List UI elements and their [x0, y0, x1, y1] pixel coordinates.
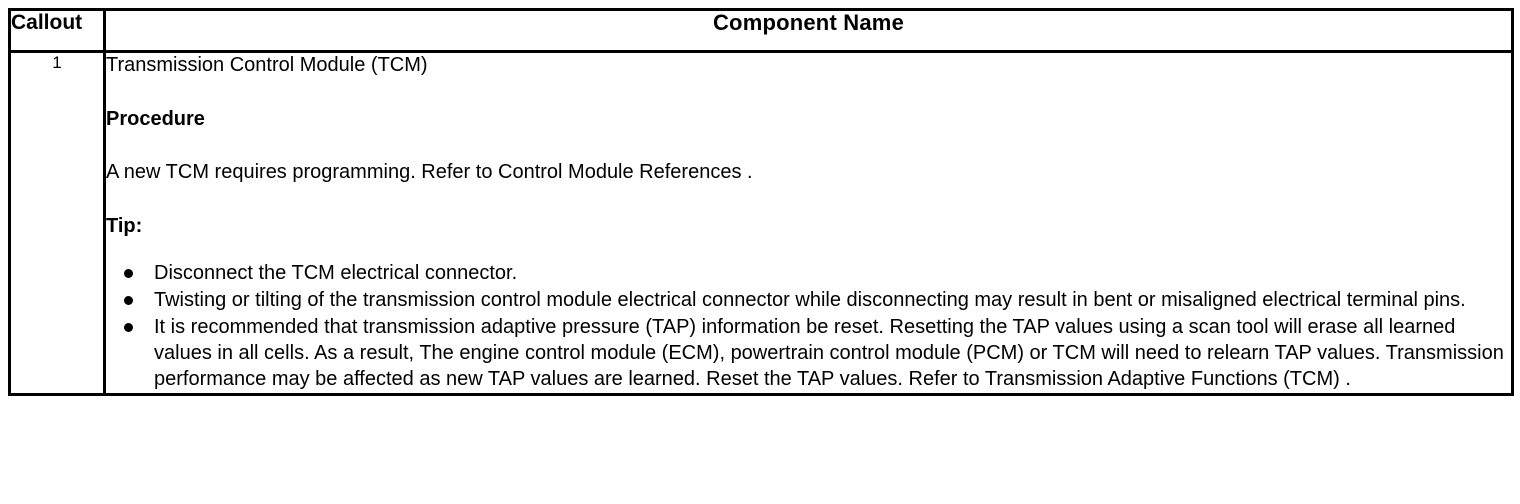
bullet-icon	[124, 296, 133, 305]
list-item: Disconnect the TCM electrical connector.	[106, 260, 1511, 286]
bullet-icon	[124, 323, 133, 332]
list-item: It is recommended that transmission adap…	[106, 314, 1511, 392]
cell-callout-number: 1	[8, 50, 106, 396]
procedure-heading: Procedure	[106, 108, 205, 130]
tip-heading: Tip:	[106, 215, 143, 237]
list-item-text: Twisting or tilting of the transmission …	[154, 289, 1466, 311]
component-name-table: Callout Component Name 1 Transmission Co…	[8, 8, 1514, 396]
procedure-text: A new TCM requires programming. Refer to…	[106, 161, 753, 183]
list-item-text: It is recommended that transmission adap…	[154, 316, 1504, 390]
column-header-component-name: Component Name	[103, 8, 1514, 53]
list-item: Twisting or tilting of the transmission …	[106, 287, 1511, 313]
cell-component-details: Transmission Control Module (TCM) Proced…	[103, 50, 1514, 396]
table-body: 1 Transmission Control Module (TCM) Proc…	[8, 50, 1514, 396]
list-item-text: Disconnect the TCM electrical connector.	[154, 262, 518, 284]
tip-list: Disconnect the TCM electrical connector.…	[106, 260, 1511, 392]
bullet-icon	[124, 269, 133, 278]
table-header-row: Callout Component Name	[8, 8, 1514, 53]
component-title: Transmission Control Module (TCM)	[106, 54, 428, 76]
table-header: Callout Component Name	[8, 8, 1514, 53]
column-header-callout: Callout	[8, 8, 106, 53]
table-row: 1 Transmission Control Module (TCM) Proc…	[8, 50, 1514, 396]
